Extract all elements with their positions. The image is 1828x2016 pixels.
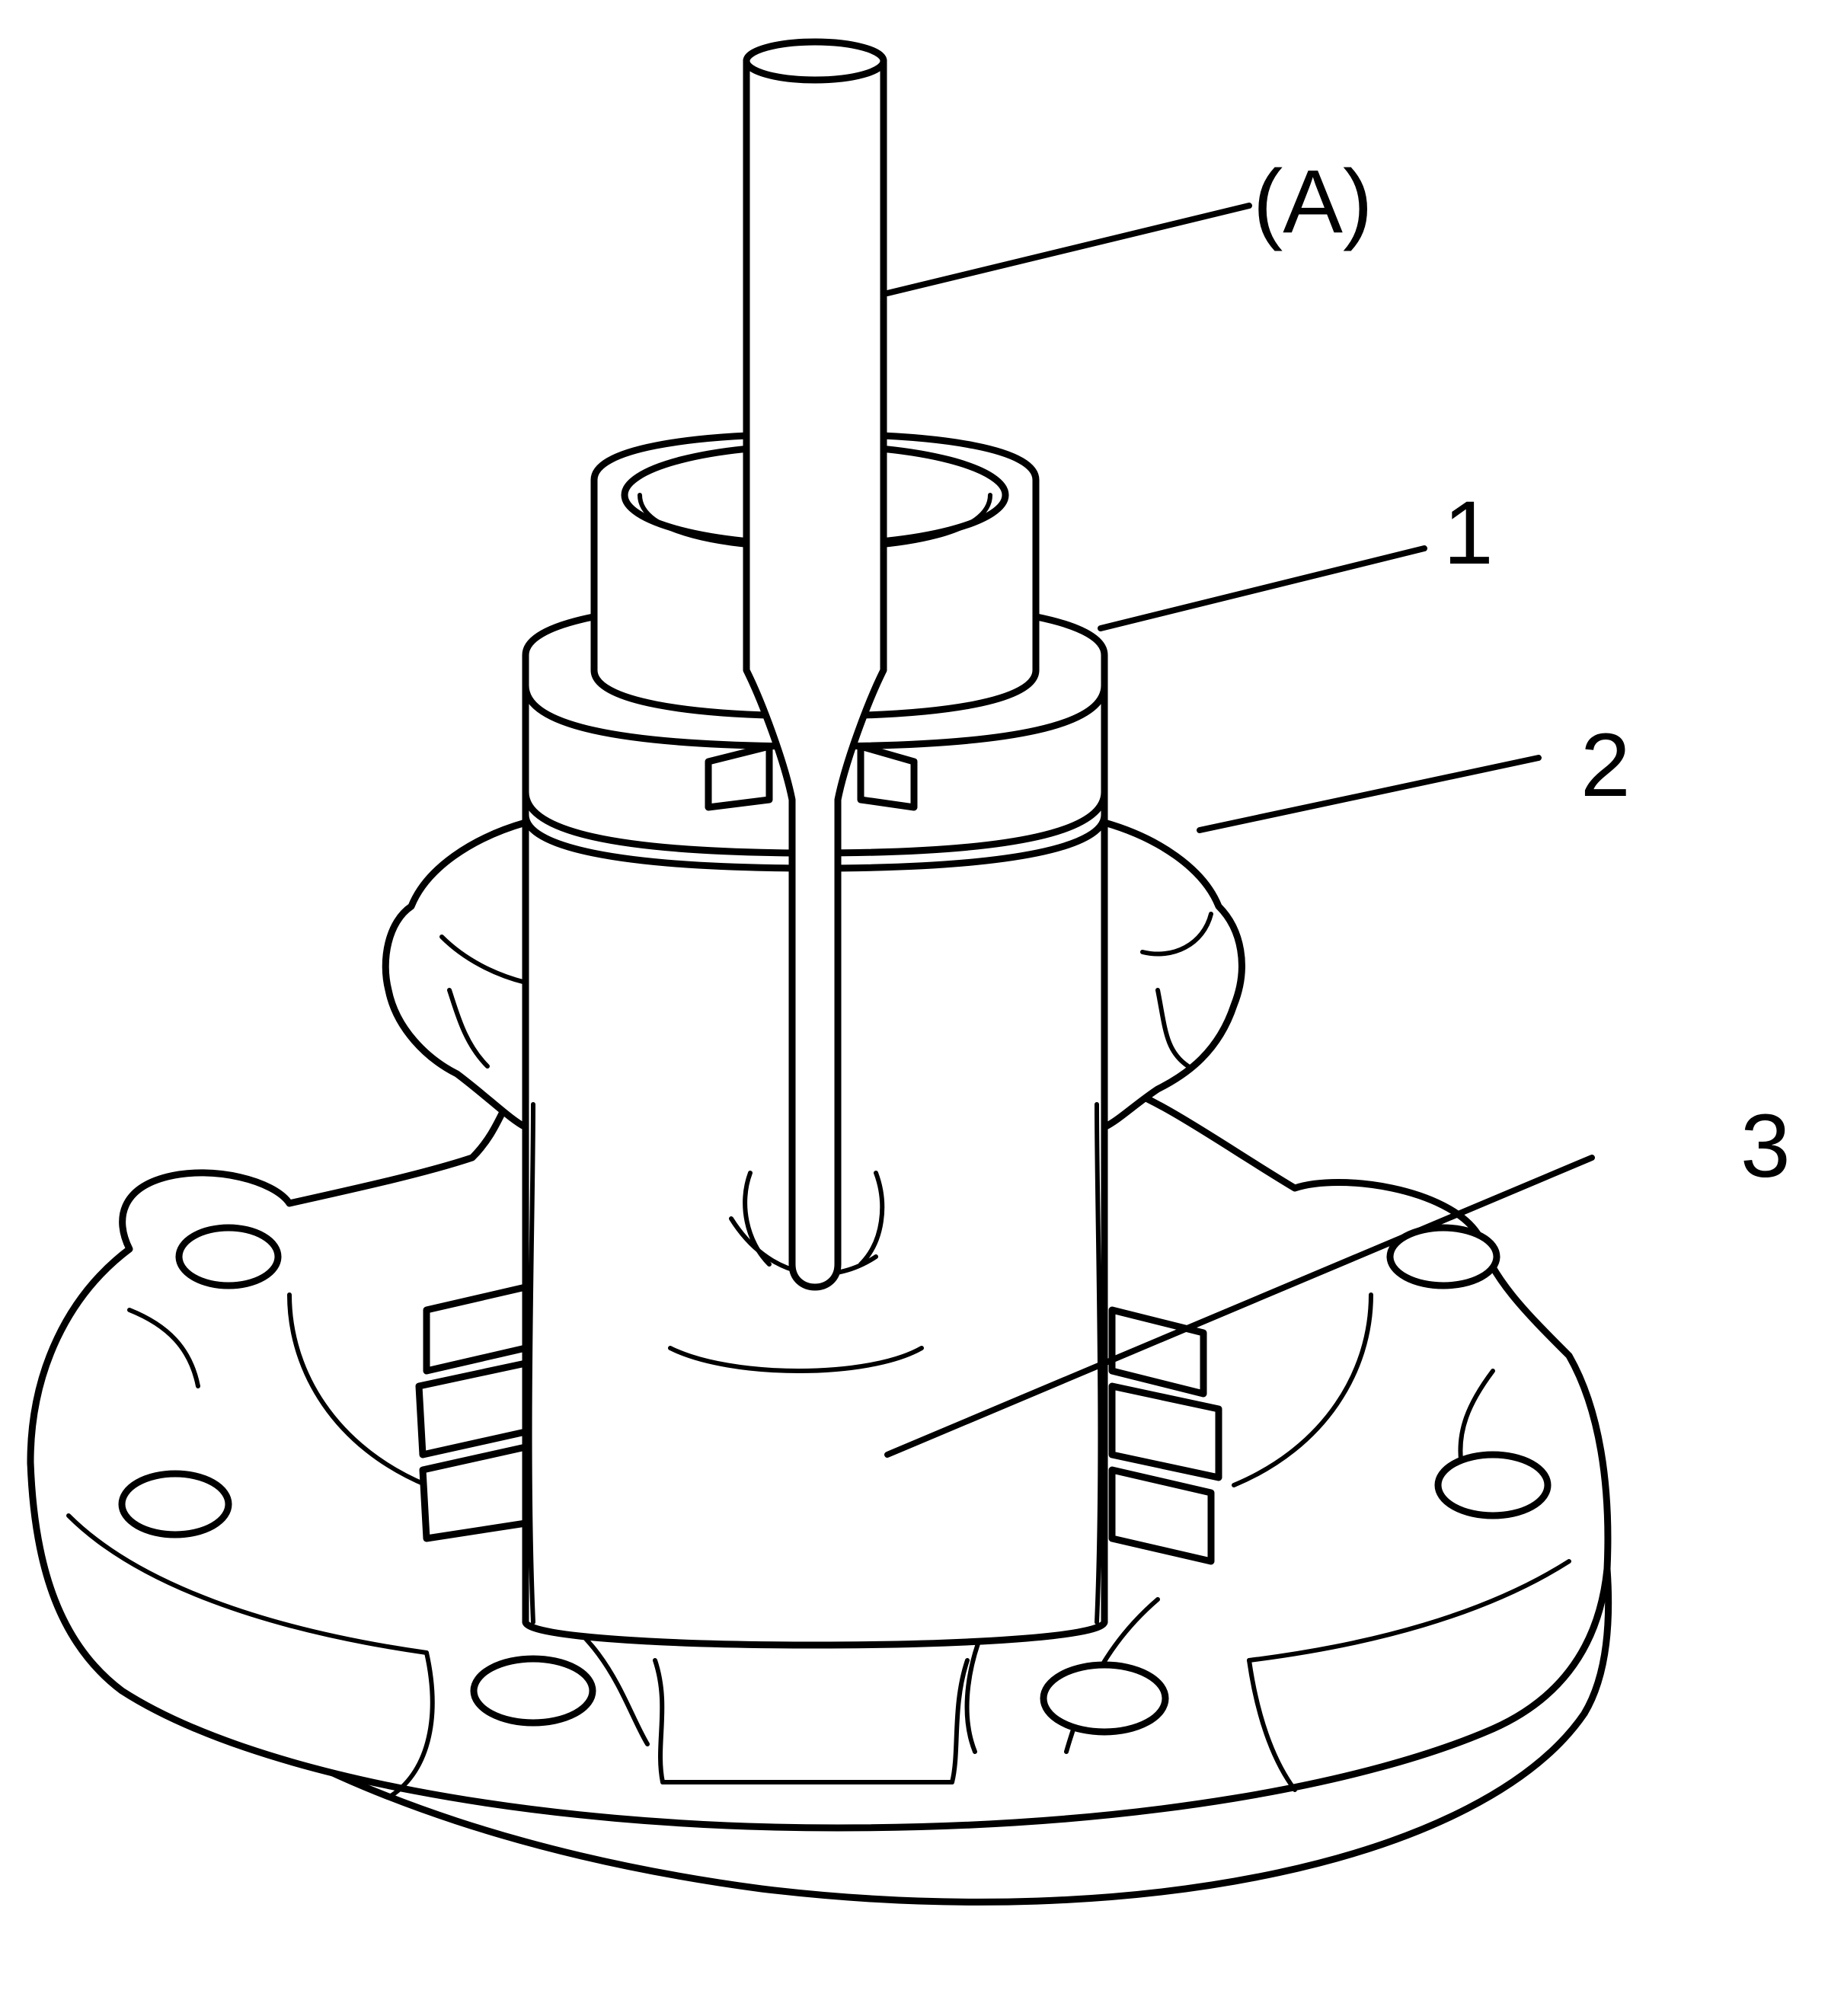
leader-tool: [884, 203, 1252, 296]
callout-tool: (A): [1253, 152, 1373, 252]
callouts: (A) 1 2 3: [1253, 152, 1791, 1197]
leader-part-3: [884, 1155, 1595, 1458]
callout-part-1: 1: [1443, 483, 1494, 583]
installer-tool-shaft: [705, 38, 918, 1291]
bolt-holes: [118, 1224, 1552, 1736]
leader-part-2: [1197, 755, 1542, 833]
leader-part-1: [1098, 545, 1427, 631]
housing-lugs: [382, 819, 1245, 1131]
callout-part-3: 3: [1740, 1096, 1791, 1197]
gear-teeth: [287, 1283, 1373, 1565]
leader-lines: [884, 203, 1595, 1458]
callout-part-2: 2: [1580, 715, 1631, 816]
